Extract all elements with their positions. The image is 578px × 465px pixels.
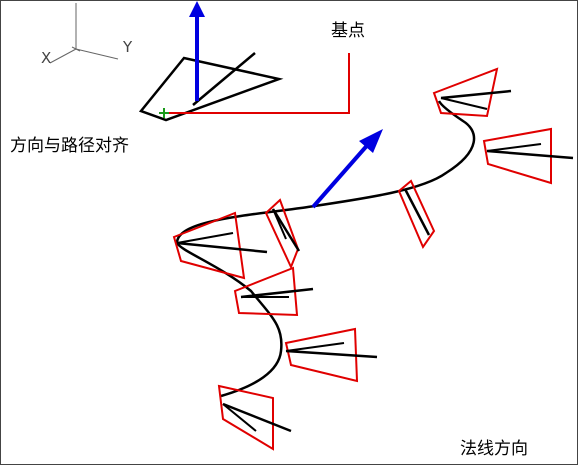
base-profile-line xyxy=(192,52,256,106)
profile-copy xyxy=(397,179,436,250)
profile-copy xyxy=(217,384,292,451)
profile-copy xyxy=(172,211,268,280)
normal-direction-label: 法线方向 xyxy=(460,439,528,459)
path-direction-arrow xyxy=(311,129,383,209)
ucs-y-axis xyxy=(75,48,119,60)
up-vector-arrow xyxy=(189,1,205,101)
base-profile-outline xyxy=(138,56,284,122)
base-point-leader xyxy=(161,53,350,114)
base-point-label: 基点 xyxy=(331,21,365,41)
profile-copy xyxy=(264,198,301,270)
ucs-x-label: X xyxy=(41,49,52,67)
ucs-icon xyxy=(49,3,119,64)
profile-copy xyxy=(284,327,378,383)
ucs-x-axis xyxy=(49,48,77,64)
base-point-marker xyxy=(159,108,169,118)
ucs-y-label: Y xyxy=(123,38,133,56)
align-to-path-label: 方向与路径对齐 xyxy=(10,136,129,156)
profile-copy xyxy=(233,266,314,317)
profile-copy xyxy=(482,127,574,185)
profile-copy xyxy=(432,67,512,118)
base-profile xyxy=(138,52,284,122)
